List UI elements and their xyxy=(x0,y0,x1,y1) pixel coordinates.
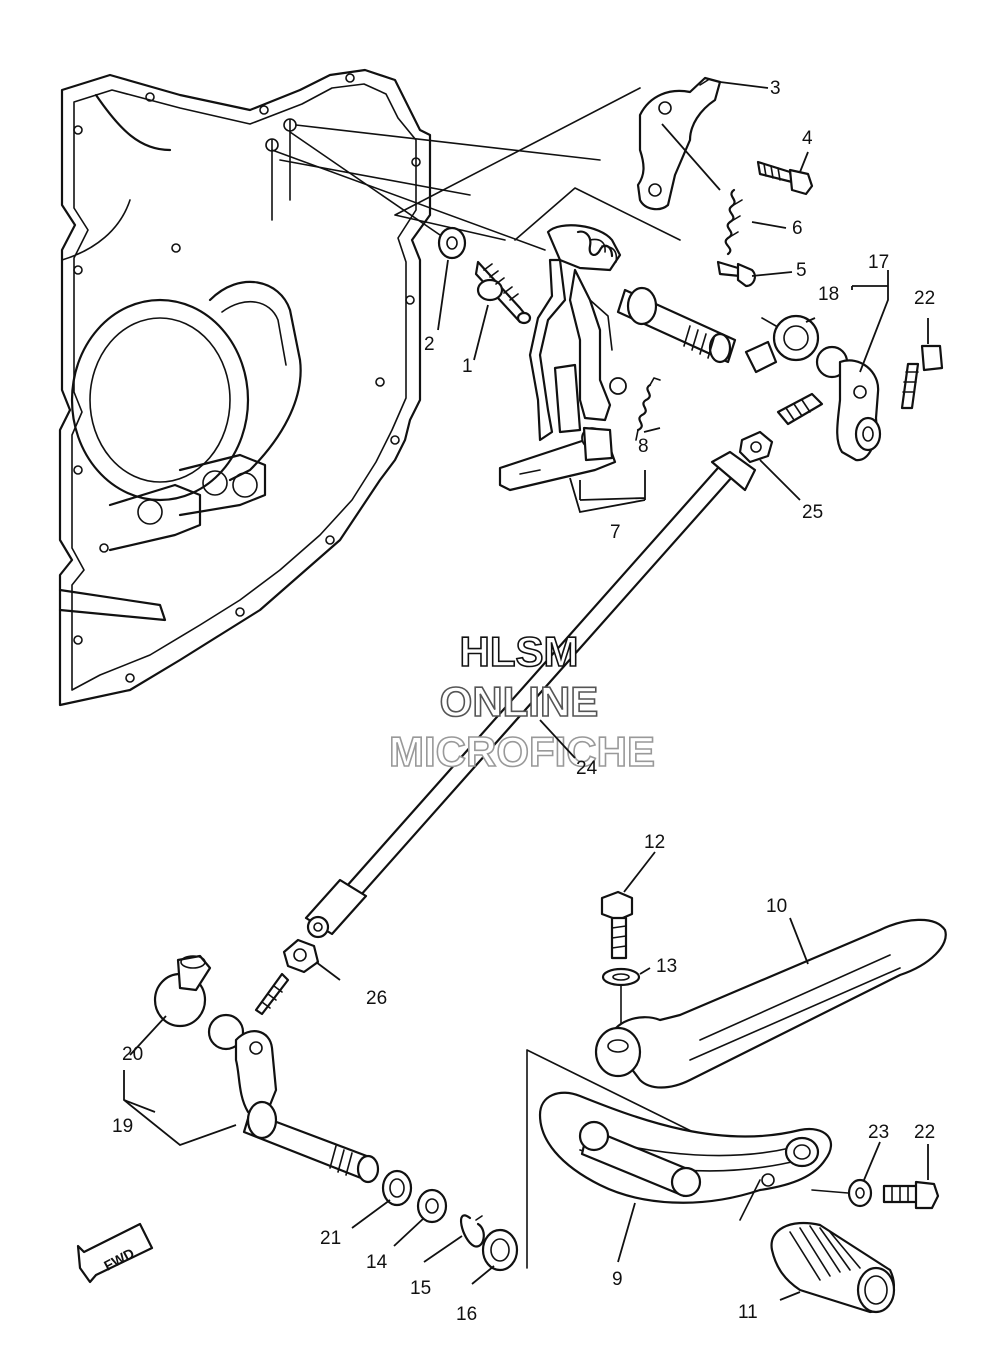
callout-15: 15 xyxy=(410,1278,431,1299)
watermark-line-3: MICROFICHE xyxy=(389,728,655,775)
spring-6 xyxy=(724,188,743,256)
washer-23 xyxy=(847,1178,873,1208)
pin-5 xyxy=(716,260,756,288)
stud-bolt-1 xyxy=(474,260,532,325)
axis-line-23 xyxy=(811,1189,849,1194)
fwd-arrow-icon: FWD xyxy=(76,1222,154,1284)
callout-14: 14 xyxy=(366,1252,388,1273)
callout-22-lower: 22 xyxy=(914,1122,935,1143)
shift-arm-19 xyxy=(207,972,380,1184)
callout-1: 1 xyxy=(462,356,473,377)
bolt-22-lower xyxy=(882,1180,940,1210)
callout-4: 4 xyxy=(802,128,813,149)
callout-26: 26 xyxy=(366,988,387,1009)
callout-18: 18 xyxy=(818,284,839,305)
nut-25 xyxy=(738,430,774,464)
callout-24: 24 xyxy=(576,758,598,779)
callout-17: 17 xyxy=(868,252,889,273)
heel-toe-lever-9 xyxy=(538,1091,832,1221)
watermark-line-1: HLSM xyxy=(460,628,579,675)
callout-20: 20 xyxy=(122,1044,143,1065)
rubber-peg-11 xyxy=(770,1221,896,1314)
callout-9: 9 xyxy=(612,1269,623,1290)
callout-13: 13 xyxy=(656,956,677,977)
circlip-15 xyxy=(460,1214,485,1248)
callout-6: 6 xyxy=(792,218,803,239)
callout-10: 10 xyxy=(766,896,787,917)
callout-8: 8 xyxy=(638,436,649,457)
watermark: HLSM ONLINE MICROFICHE xyxy=(388,627,656,776)
bolt-12 xyxy=(600,890,634,960)
washer-13 xyxy=(601,967,641,987)
callout-19: 19 xyxy=(112,1116,133,1137)
washer-2 xyxy=(437,226,467,260)
callout-22-upper: 22 xyxy=(914,288,935,309)
callout-25: 25 xyxy=(802,502,823,523)
callout-5: 5 xyxy=(796,260,807,281)
ball-joint-18 xyxy=(744,314,820,374)
alignment-lines xyxy=(271,87,681,251)
callout-3: 3 xyxy=(770,78,781,99)
washer-21 xyxy=(381,1169,413,1207)
washer-14 xyxy=(416,1188,448,1224)
callout-2: 2 xyxy=(424,334,435,355)
shift-rod-24 xyxy=(304,450,757,939)
bolt-22-upper xyxy=(900,344,944,410)
crankcase-cover xyxy=(58,68,432,707)
callout-16: 16 xyxy=(456,1304,477,1325)
callout-12: 12 xyxy=(644,832,665,853)
shift-pedal-10 xyxy=(594,918,947,1089)
nut-26 xyxy=(282,938,320,974)
spring-8 xyxy=(635,377,661,441)
bolt-4 xyxy=(756,160,814,196)
seal-16 xyxy=(481,1228,519,1272)
callout-7: 7 xyxy=(610,522,621,543)
watermark-line-2: ONLINE xyxy=(440,678,599,725)
callout-23: 23 xyxy=(868,1122,889,1143)
ball-joint-20 xyxy=(153,954,212,1028)
shift-arm-17 xyxy=(776,345,882,462)
shift-shaft-7 xyxy=(498,224,737,492)
callout-21: 21 xyxy=(320,1228,341,1249)
callout-11: 11 xyxy=(738,1302,758,1323)
cover-bolt-holes xyxy=(73,73,421,683)
callouts: 1 2 3 4 5 6 7 8 9 10 11 12 13 14 15 16 1… xyxy=(112,78,935,1325)
leader-lines xyxy=(123,81,929,1301)
